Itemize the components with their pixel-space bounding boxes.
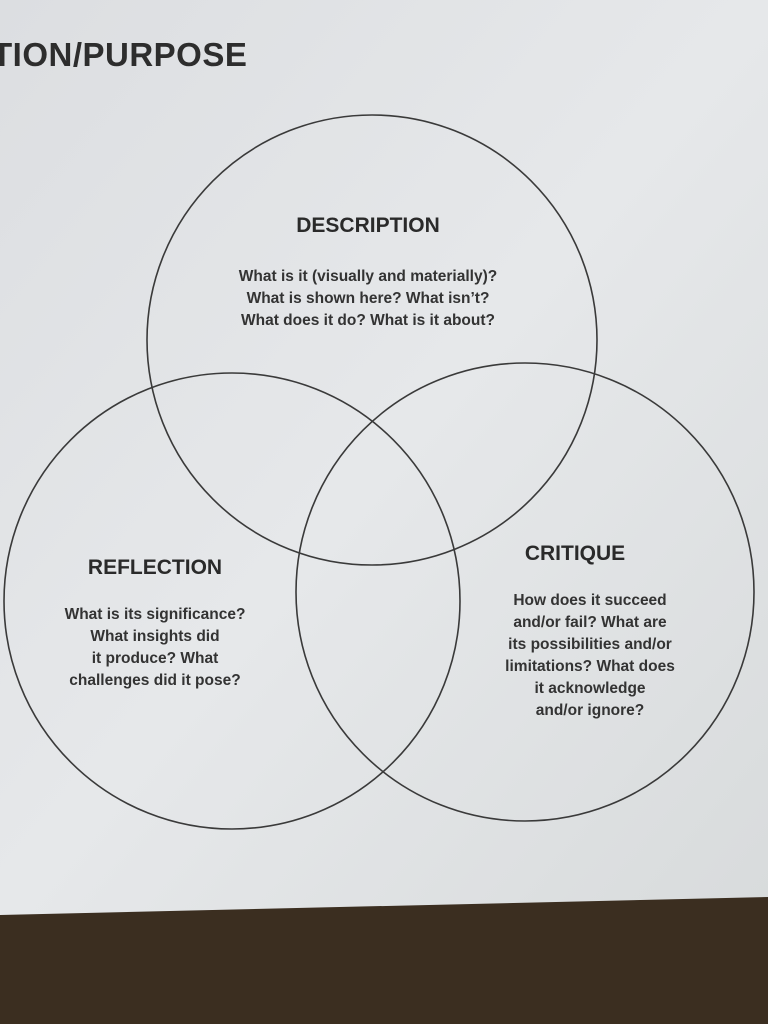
- reflection-line: challenges did it pose?: [69, 672, 241, 689]
- reflection-line: What insights did: [90, 628, 220, 645]
- description-heading: DESCRIPTION: [296, 214, 440, 237]
- reflection-text: What is its significance? What insights …: [40, 604, 270, 692]
- critique-line: and/or ignore?: [535, 702, 645, 719]
- slide-title: TION/PURPOSE: [0, 36, 248, 73]
- description-line: What is it (visually and materially)?: [238, 268, 498, 285]
- critique-heading: CRITIQUE: [524, 542, 626, 565]
- critique-line: its possibilities and/or: [508, 636, 672, 653]
- description-text: What is it (visually and materially)? Wh…: [208, 266, 528, 332]
- critique-line: and/or fail? What are: [513, 614, 667, 631]
- description-circle: [146, 114, 598, 566]
- critique-line: it acknowledge: [534, 680, 646, 697]
- reflection-line: What is its significance?: [64, 606, 246, 623]
- description-line: What is shown here? What isn’t?: [246, 290, 490, 307]
- reflection-line: it produce? What: [91, 650, 219, 667]
- slide-background: [0, 0, 768, 915]
- critique-line: limitations? What does: [505, 658, 675, 675]
- reflection-heading: REFLECTION: [87, 556, 223, 579]
- critique-line: How does it succeed: [513, 592, 667, 609]
- critique-circle: [295, 362, 755, 822]
- reflection-circle: [3, 372, 461, 830]
- critique-text: How does it succeed and/or fail? What ar…: [470, 590, 710, 722]
- description-line: What does it do? What is it about?: [240, 312, 495, 329]
